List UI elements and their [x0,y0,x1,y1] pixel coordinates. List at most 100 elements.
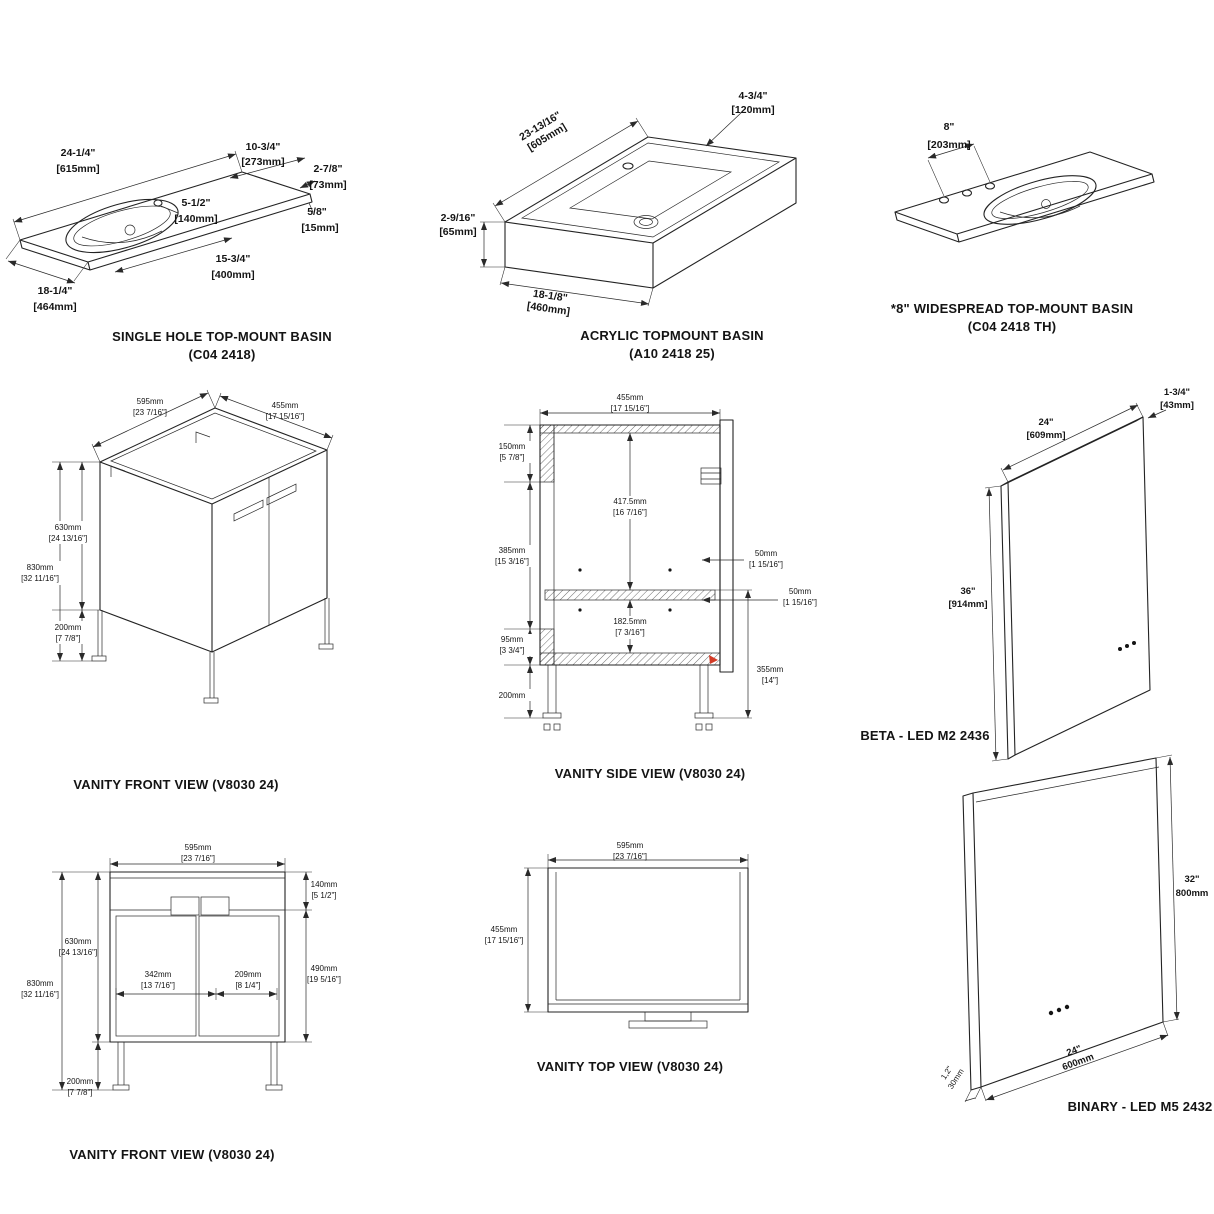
dim-width-in: [23 7/16"] [613,852,647,861]
door-left [115,915,197,1037]
dim-cab-h-mm: 630mm [55,523,82,532]
dim-height-mm: [65mm] [439,226,476,238]
door-right [198,915,280,1037]
drain-hole [633,215,659,229]
top-frame-inner [110,412,317,500]
drawing-vanity-side-section: 455mm [17 15/16"] 150mm [5 7/8"] 417.5mm… [488,393,817,781]
dim-door1-in: [13 7/16"] [141,981,175,990]
touch-button [1056,1007,1062,1013]
faucet-hole-center [961,189,973,197]
drawing-subtitle: (A10 2418 25) [629,346,715,361]
leg-foot [112,1084,130,1091]
leg-foot [91,655,107,662]
dim-back-mm: [120mm] [731,104,774,116]
dim-top-in: [5 7/8"] [499,453,524,462]
drawing-subtitle: (C04 2418) [188,347,255,362]
led-strip [975,766,1160,803]
dim-apron-in: [5 1/2"] [311,891,336,900]
leg-right [324,598,330,644]
dim-depth-in: [17 15/16"] [485,936,523,945]
dim-width-label: 23-13/16" [605mm] [517,109,568,154]
counter-outline [19,171,311,263]
dim-depth-in: 18-1/8" [532,288,568,305]
dim-depth-label: 18-1/8" [460mm] [526,288,570,318]
touch-button [1118,647,1122,651]
dim-depth-in: [17 15/16"] [266,412,304,421]
dim-leg-in: [7 7/8"] [67,1088,92,1097]
dim-height-in: 32" [1184,874,1199,885]
counter-thickness [894,173,1155,243]
drawing-widespread-basin: 8" [203mm] *8" WIDESPREAD TOP-MOUNT BASI… [891,121,1155,334]
leg-foot [542,712,562,719]
leg-right [699,665,709,713]
dim-right-in: 10-3/4" [246,141,281,153]
center-detail [644,1011,692,1022]
basin-bowl [983,175,1097,225]
dim-shelf2-mm: 50mm [789,587,812,596]
cabinet-outline [109,871,286,1043]
leg-right [270,1042,278,1085]
dim-total-h-mm: 830mm [27,979,54,988]
dim-right-mm: [273mm] [241,156,284,168]
dim-leg-mm: 200mm [67,1077,94,1086]
right-face [652,158,797,289]
leg-left [547,665,557,713]
front-face [211,450,328,653]
dim-back-in: 4-3/4" [739,90,768,102]
dim-edge-in: 5/8" [307,206,327,218]
dim-depth-in: [17 15/16"] [611,404,649,413]
inner-rim [520,142,781,238]
dim-faucet-mm: [140mm] [174,213,217,225]
hatch-left-upper [539,424,555,483]
mounting-bracket [195,431,211,443]
dim-width-mm: 595mm [617,841,644,850]
faucet-hole-left [938,196,950,204]
dim-bowl-mm: [400mm] [211,269,254,281]
dim-width-mm: 595mm [185,843,212,852]
bowl-floor [568,160,733,220]
dim-leg-mm: 200mm [499,691,526,700]
mirror-face [972,757,1164,1088]
dim-upper-in: [16 7/16"] [613,508,647,517]
dim-depth-mm: 455mm [617,393,644,402]
dim-shelf2-in: [1 15/16"] [783,598,817,607]
drawing-title: VANITY FRONT VIEW (V8030 24) [73,777,278,792]
dim-width-label: 24" 600mm [1061,1043,1096,1073]
hatch-top-panel [539,424,721,434]
dim-height-mm: [914mm] [948,599,987,610]
left-face [99,462,213,653]
dim-lower-mm: 182.5mm [613,617,647,626]
drawing-title: *8" WIDESPREAD TOP-MOUNT BASIN [891,301,1133,316]
door-handle-right [200,896,230,916]
dim-edge-mm: [15mm] [301,222,338,234]
dim-corner-in: 2-7/8" [314,163,343,175]
mirror-thickness [962,792,982,1091]
dim-width-in: 24" [1038,417,1053,428]
dim-shelf1-mm: 50mm [755,549,778,558]
dim-shelf1-in: [1 15/16"] [749,560,783,569]
drawing-vanity-top-view: 595mm [23 7/16"] 455mm [17 15/16"] VANIT… [485,841,749,1074]
dim-width-in: 24" [1065,1043,1083,1058]
dim-depth-mm: 455mm [491,925,518,934]
faucet-hole [153,199,163,207]
mounting-bracket [110,465,126,477]
drawing-title: VANITY FRONT VIEW (V8030 24) [69,1147,274,1162]
leg-front [209,652,215,698]
front-face [504,222,654,289]
dim-base-in: [3 3/4"] [499,646,524,655]
dim-mid-mm: 385mm [499,546,526,555]
dim-door1-mm: 342mm [145,970,172,979]
dim-width-mm: 595mm [137,397,164,406]
drain-hole [124,224,136,236]
drawing-title: BINARY - LED M5 2432 [1068,1099,1213,1114]
faucet-hole [622,162,634,170]
drawing-title: VANITY TOP VIEW (V8030 24) [537,1059,723,1074]
leg-left [97,610,103,656]
dim-height-in: 2-9/16" [441,212,476,224]
hatch-shelf [544,589,716,601]
dim-total-h-in: [32 11/16"] [21,990,59,999]
touch-button [1132,641,1136,645]
shelf-pin [578,608,582,612]
hinge-block [700,467,722,485]
